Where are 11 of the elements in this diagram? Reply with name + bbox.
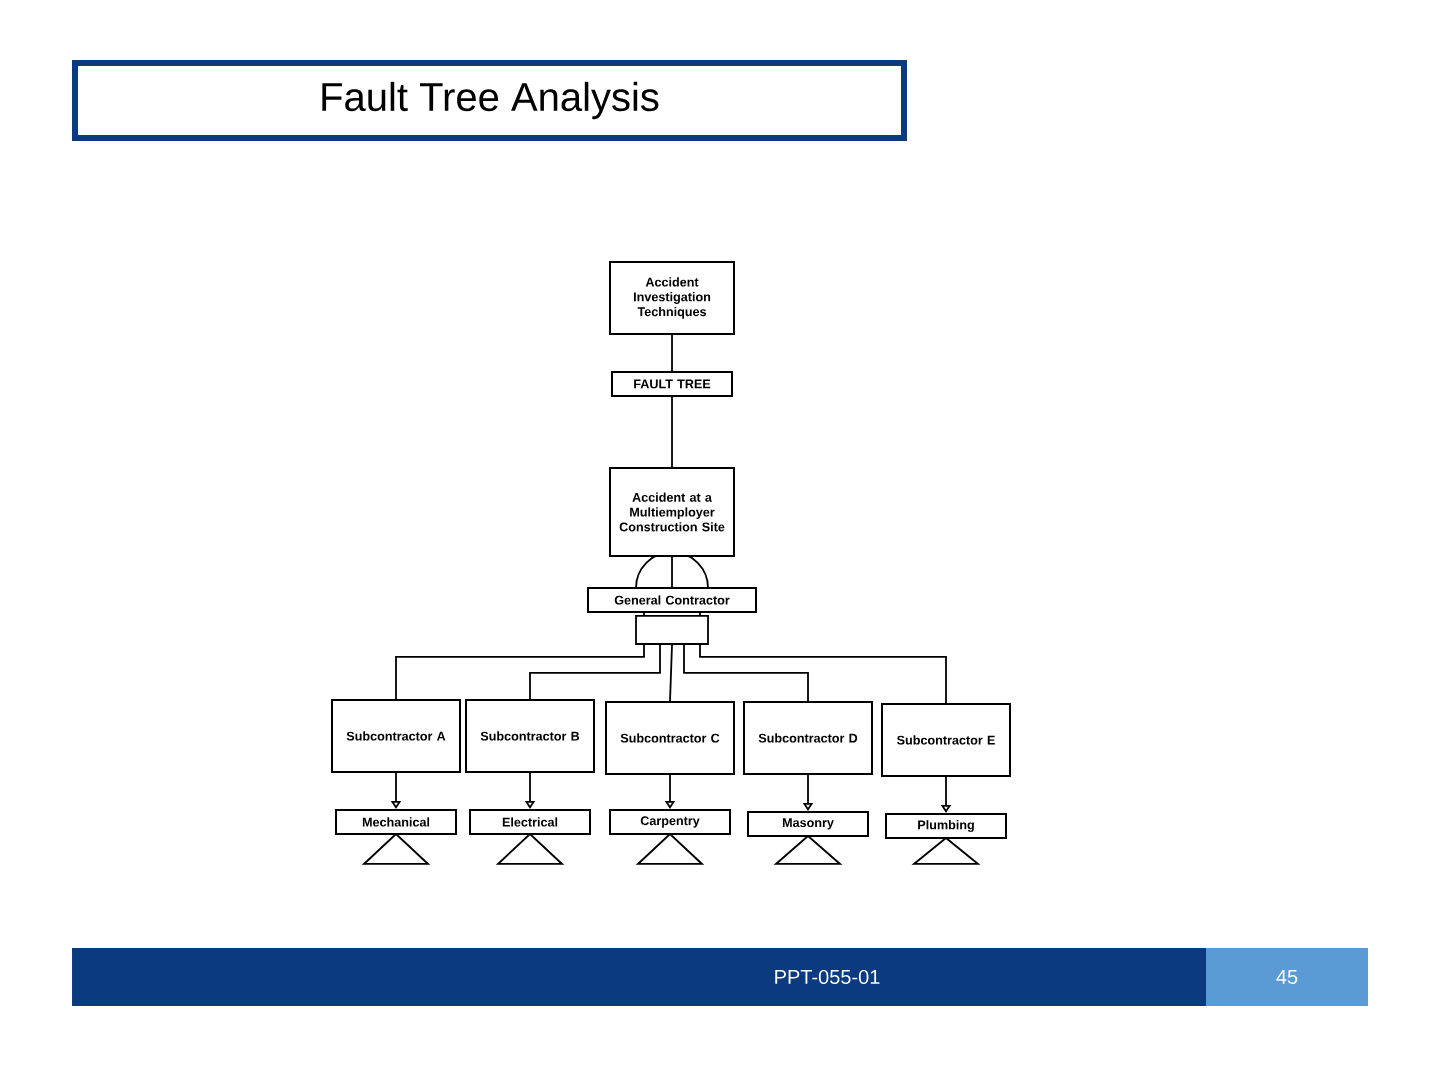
connector-line	[683, 644, 809, 702]
connector-line	[699, 644, 947, 704]
connector-line	[671, 334, 673, 372]
title-bar: Fault Tree Analysis	[72, 60, 907, 141]
connector-line	[529, 644, 661, 700]
connector-line	[669, 644, 673, 702]
connector-line	[671, 556, 673, 588]
page-number: 45	[1206, 947, 1368, 1006]
connector-line	[395, 644, 645, 700]
connector-line	[671, 396, 673, 468]
footer-bar: PPT-055-01	[72, 947, 1206, 1006]
